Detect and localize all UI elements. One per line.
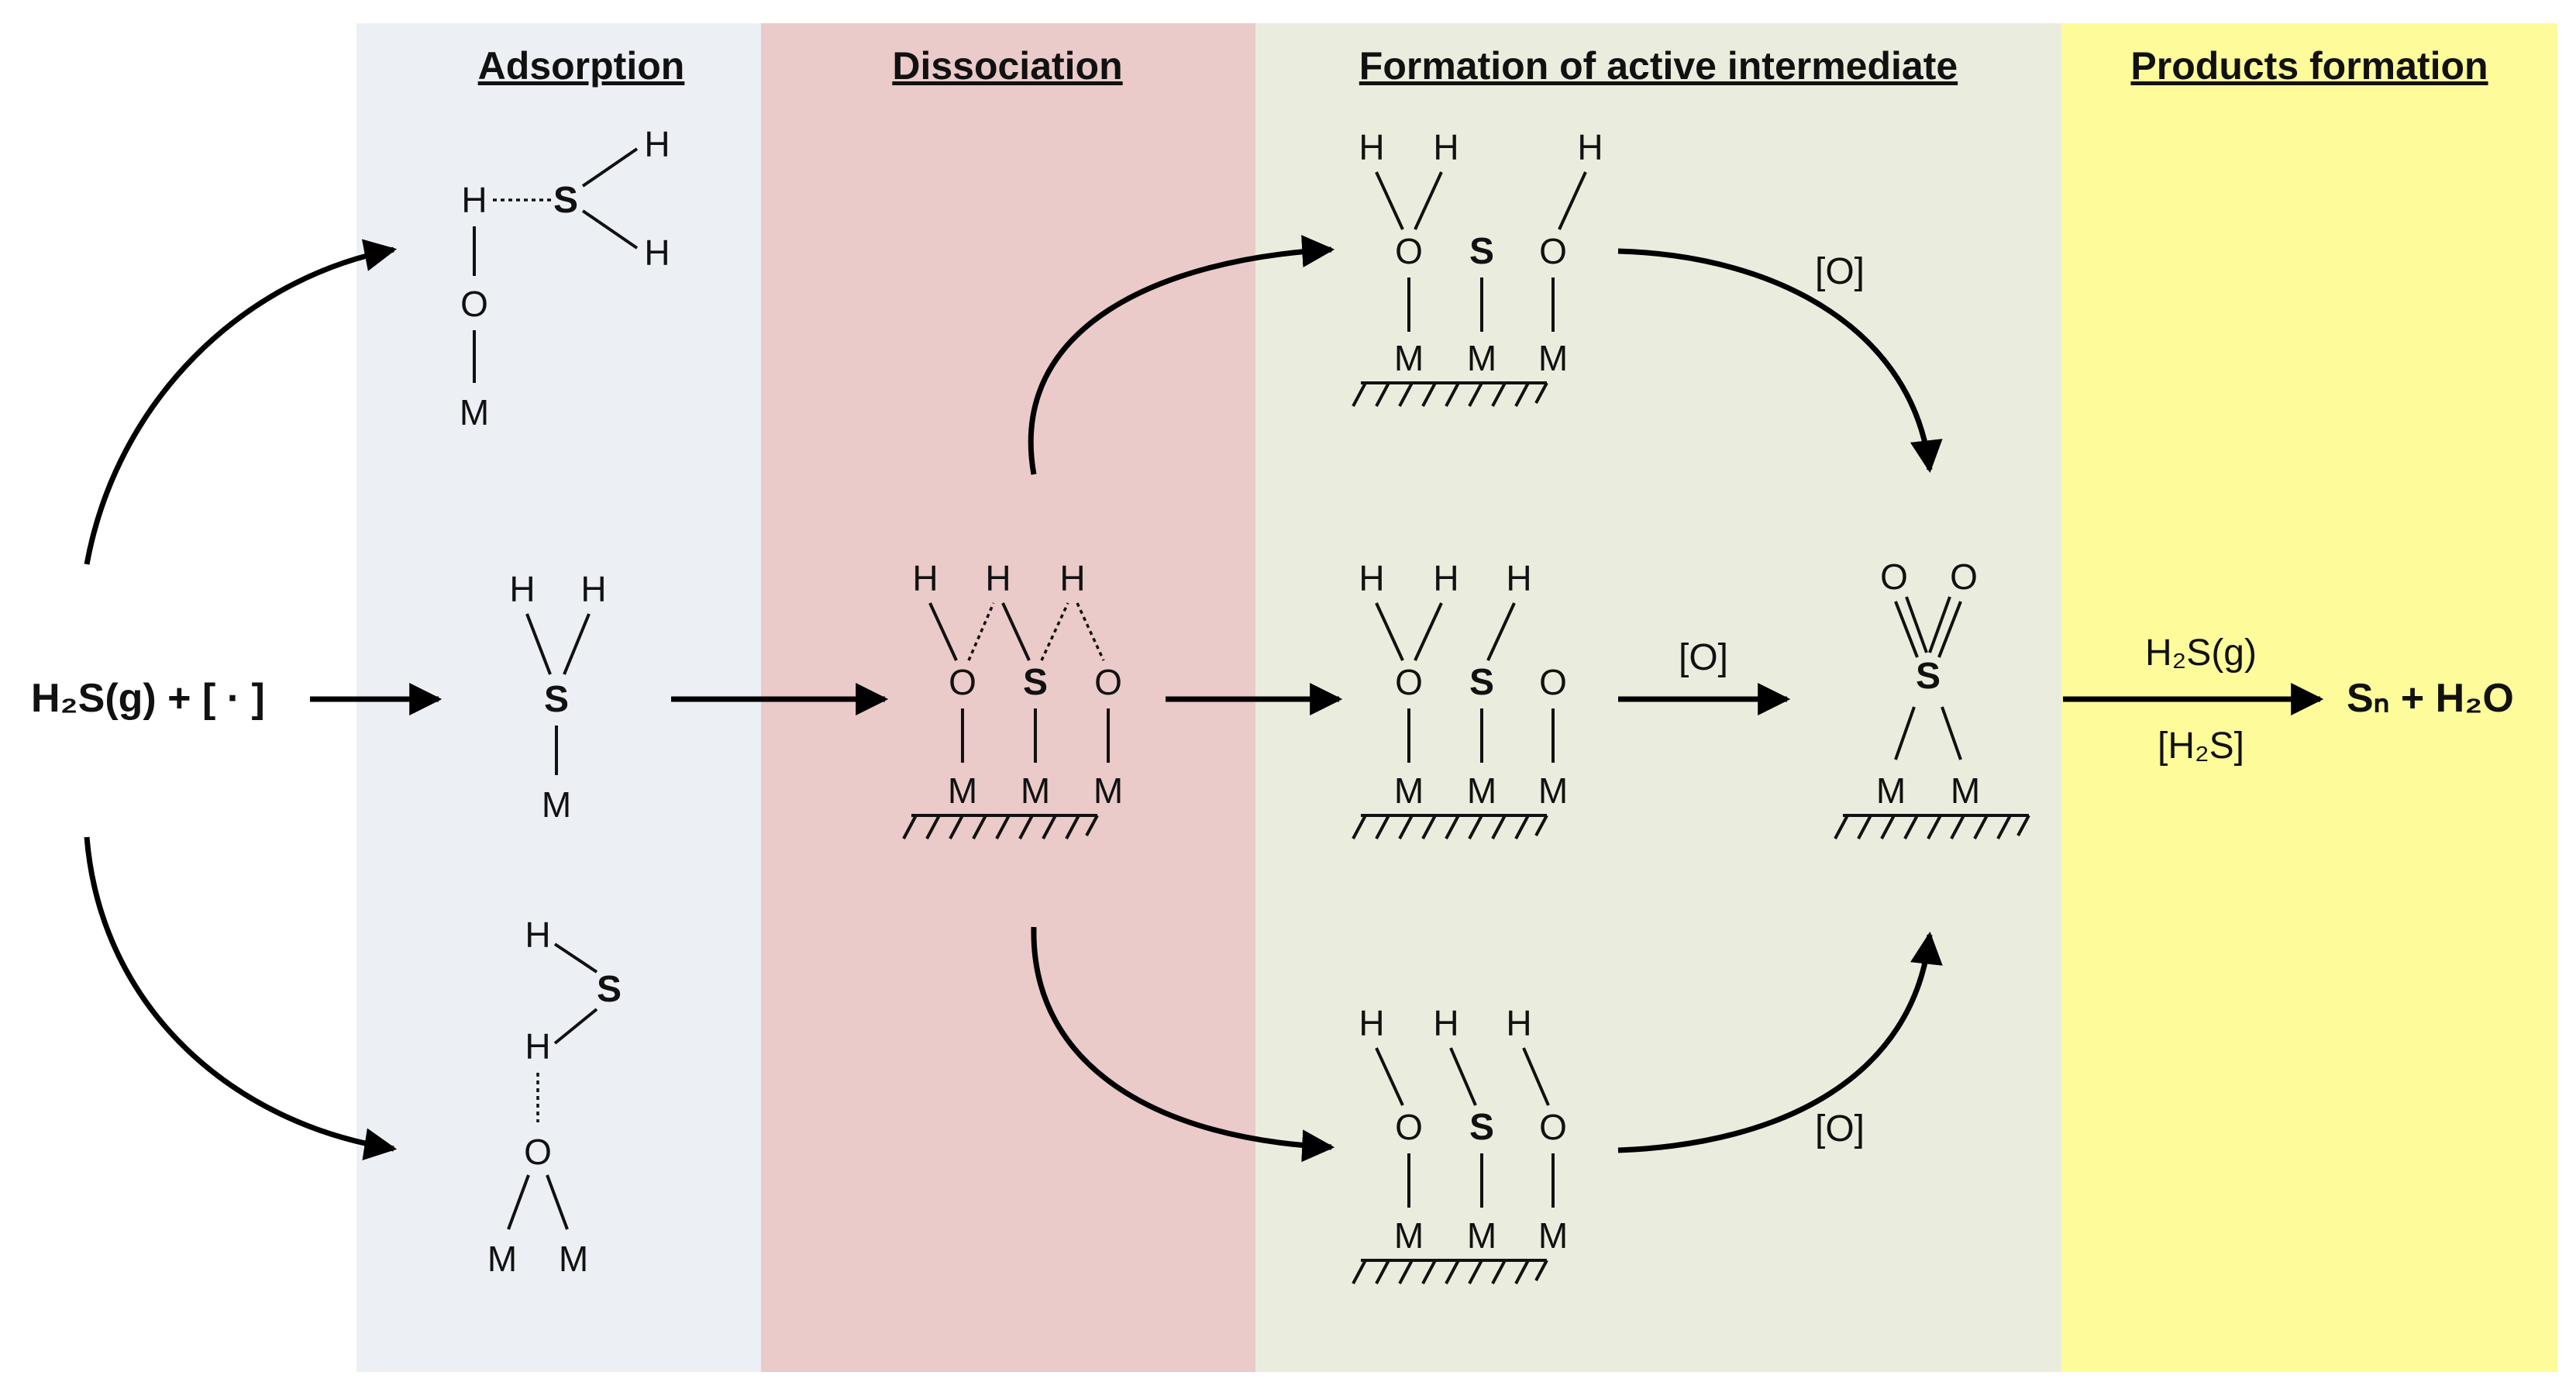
svg-text:H: H <box>1433 1003 1458 1043</box>
svg-text:H: H <box>1577 127 1603 167</box>
svg-text:H: H <box>509 569 535 609</box>
header-dissociation: Dissociation <box>892 44 1122 88</box>
svg-text:H: H <box>525 915 550 955</box>
svg-text:H: H <box>525 1026 550 1067</box>
svg-text:M: M <box>948 770 977 811</box>
arrow-reactant-to-adsorption-bottom <box>84 836 398 1160</box>
svg-text:H: H <box>1506 558 1531 598</box>
svg-text:H: H <box>1359 558 1384 598</box>
header-adsorption: Adsorption <box>478 44 685 88</box>
condition-h2s-concentration: [H₂S] <box>2158 726 2244 767</box>
svg-text:M: M <box>1093 770 1123 811</box>
svg-text:M: M <box>1467 338 1496 378</box>
arrow-reactant-to-adsorption-top <box>84 239 398 565</box>
svg-text:H: H <box>644 233 670 273</box>
svg-text:O: O <box>1395 231 1423 271</box>
condition-oxygen-top: [O] <box>1815 251 1865 292</box>
svg-text:H: H <box>912 558 938 598</box>
arrow-top-to-active <box>1617 248 1943 474</box>
svg-text:H: H <box>644 124 670 164</box>
arrow-bottom-to-active <box>1617 931 1943 1153</box>
active-intermediate-so2: O O S M M <box>1834 557 2030 840</box>
svg-text:S: S <box>544 679 569 720</box>
svg-text:H: H <box>461 180 487 220</box>
product-label: Sₙ + H₂O <box>2347 676 2514 721</box>
svg-text:O: O <box>1395 662 1423 702</box>
svg-text:M: M <box>1467 1215 1496 1256</box>
arrows <box>84 235 2324 1163</box>
condition-oxygen-middle: [O] <box>1679 637 1728 678</box>
svg-text:M: M <box>1538 338 1568 378</box>
header-formation: Formation of active intermediate <box>1359 44 1958 88</box>
svg-text:M: M <box>487 1239 517 1279</box>
svg-text:S: S <box>553 180 578 221</box>
svg-text:M: M <box>559 1239 588 1279</box>
svg-text:H: H <box>1506 1003 1531 1043</box>
svg-text:S: S <box>1469 231 1494 272</box>
arrow-dissociation-to-intermediate-top <box>1028 235 1335 475</box>
svg-text:M: M <box>1021 770 1050 811</box>
intermediate-top: H H H O S O M M M <box>1352 127 1603 408</box>
svg-text:O: O <box>1395 1107 1423 1147</box>
svg-text:O: O <box>524 1132 552 1172</box>
svg-text:M: M <box>542 784 571 825</box>
dissociation-surface-structure: H H H O S O M M M <box>902 558 1123 840</box>
svg-text:H: H <box>1359 1003 1384 1043</box>
svg-text:S: S <box>597 969 622 1010</box>
header-products: Products formation <box>2130 44 2488 88</box>
adsorbed-h2s-hbond-bottom: H S H O M M <box>487 915 622 1279</box>
svg-text:O: O <box>1539 1107 1567 1147</box>
svg-text:M: M <box>1467 770 1496 811</box>
svg-text:M: M <box>1394 338 1424 378</box>
reactant-label: H₂S(g) + [ · ] <box>31 676 265 721</box>
svg-text:M: M <box>1394 770 1424 811</box>
svg-text:O: O <box>949 662 976 702</box>
svg-text:S: S <box>1469 662 1494 703</box>
svg-text:M: M <box>1951 770 1980 811</box>
svg-text:O: O <box>1880 557 1908 597</box>
arrow-dissociation-to-intermediate-bottom <box>1031 926 1335 1163</box>
svg-text:H: H <box>1433 127 1458 167</box>
adsorbed-h2s-on-metal: H H S M <box>509 569 606 825</box>
svg-text:O: O <box>1950 557 1978 597</box>
adsorbed-h2s-hbond-top: H S H H O M <box>460 124 670 433</box>
svg-text:S: S <box>1469 1107 1494 1148</box>
svg-text:O: O <box>1539 662 1567 702</box>
svg-text:M: M <box>1538 1215 1568 1256</box>
condition-h2s-gas: H₂S(g) <box>2145 632 2257 674</box>
svg-text:H: H <box>580 569 606 609</box>
intermediate-bottom: H H H O S O M M M <box>1352 1003 1568 1285</box>
svg-text:O: O <box>1094 662 1122 702</box>
svg-text:O: O <box>1539 231 1567 271</box>
intermediate-middle: H H H O S O M M M <box>1352 558 1568 840</box>
svg-text:H: H <box>985 558 1011 598</box>
svg-text:M: M <box>1876 770 1906 811</box>
svg-text:M: M <box>1538 770 1568 811</box>
svg-text:H: H <box>1359 127 1384 167</box>
svg-text:H: H <box>1433 558 1458 598</box>
svg-text:M: M <box>1394 1215 1424 1256</box>
svg-text:O: O <box>460 284 488 324</box>
condition-oxygen-bottom: [O] <box>1815 1108 1865 1149</box>
svg-text:S: S <box>1023 662 1048 703</box>
svg-text:S: S <box>1916 656 1941 697</box>
svg-text:M: M <box>460 392 489 433</box>
svg-text:H: H <box>1059 558 1085 598</box>
